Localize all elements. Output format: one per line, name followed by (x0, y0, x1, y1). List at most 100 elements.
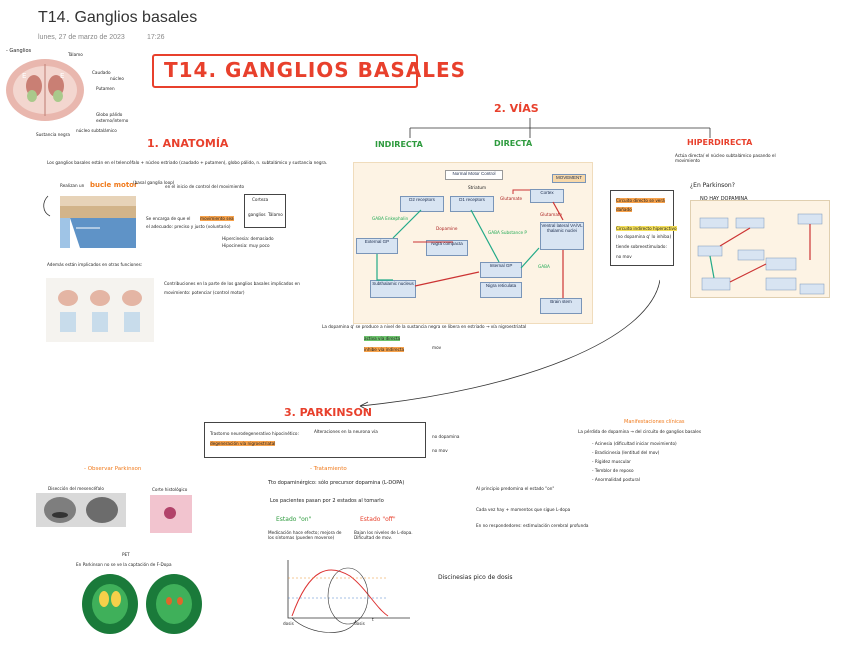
brain-coronal-image: E E (6, 59, 84, 121)
brain-label-globo: Globo pálido (96, 112, 123, 117)
page-date: lunes, 27 de marzo de 2023 (38, 34, 125, 41)
brain-label-subtalamico: núcleo subtalámico (76, 128, 117, 133)
contribuciones: Contribuciones en la parte de los gangli… (164, 281, 300, 286)
pet-desc: En Parkinson no se ve la captación de F-… (76, 562, 172, 567)
graph-dosis-1: dosis (283, 621, 294, 626)
on-desc: Medicación hace efecto; mejora de los sí… (268, 530, 342, 541)
brain-label-talamo: Tálamo (68, 52, 83, 57)
manif-item-2: - Bradicinesia (lentitud del mov) (592, 450, 660, 455)
manif-item-3: - Rigidez muscular (592, 459, 631, 464)
tratamiento-heading: - Tratamiento (310, 466, 347, 472)
histology-photo (150, 495, 192, 533)
pet-scan-images (76, 573, 208, 635)
diag-gaba-sub-p: GABA Substance P (488, 230, 527, 235)
brain-label-sustancia-negra: Sustancia negra (36, 132, 70, 137)
vias-tree-lines (409, 118, 711, 138)
graph-t: t (372, 617, 374, 622)
brain-label-externo: externo/interno (96, 118, 129, 123)
box-line1: Circuito directo se verá (616, 198, 665, 204)
no-dopamina: NO HAY DOPAMINA (700, 196, 748, 202)
svg-text:E: E (60, 72, 64, 80)
parkinson-box-d: no dopamina (432, 434, 460, 439)
diag-thalamic: Ventral lateral VA/VL thalamic nuclei (540, 222, 584, 250)
observar-heading: - Observar Parkinson (84, 466, 142, 472)
parkinson-box-e: no mov (432, 448, 448, 453)
manif-item-5: - Anormalidad postural (592, 477, 640, 482)
vias-indirecta: INDIRECTA (375, 140, 423, 149)
box-line5: tiende sobreestimulado: (616, 244, 667, 249)
main-title-frame (152, 54, 418, 88)
right-note-2: Cada vez hay + momentos que sigue L-dopa (476, 507, 571, 512)
note-mov: mov (432, 345, 442, 350)
estado-on: Estado "on" (276, 516, 312, 523)
levodopa-dose-graph (287, 560, 410, 633)
brain-label-caudado: Caudado (92, 70, 111, 75)
midbrain-photo (36, 493, 126, 527)
diag-glutamate-1: Glutamate (500, 196, 523, 201)
pet-label: PET (122, 552, 130, 557)
diag-striatum: Striatum (468, 185, 487, 190)
loop-talamo: Tálamo (268, 212, 283, 217)
graph-dosis-2: dosis (354, 621, 365, 626)
diag-gaba: GABA (538, 264, 550, 269)
parkinson-def-box (204, 422, 426, 458)
note-inhibe: inhibe vía indirecta (364, 347, 405, 353)
diag-nigra-reticulata: Nigra reticulata (480, 282, 522, 298)
diag-cortex: Cortex (530, 189, 564, 203)
right-note-1: Al principio predomina el estado "on" (476, 486, 555, 491)
parkinson-circuit-arrows (697, 213, 825, 295)
functions-figure (46, 278, 154, 342)
parkinson-box-a: Trastorno neurodegenerativo hipocinético… (210, 431, 299, 436)
parkinson-heading: 3. PARKINSON (284, 406, 372, 419)
diag-gaba-enk: GABA Enkephalin (372, 216, 409, 221)
parkinson-question: ¿En Parkinson? (690, 182, 735, 189)
loop-diagram (43, 195, 136, 248)
page-title: T14. Ganglios basales (38, 9, 198, 26)
box-line3: Circuito indirecto hiperactivo (616, 226, 677, 232)
brain-label-ganglios: - Ganglios (6, 48, 32, 54)
diag-title: Normal Motor Control (445, 170, 503, 180)
box-line4: (no dopamina q' lo inhiba) (616, 234, 672, 239)
parkinson-box-b: degeneración vía nigroestriatal (210, 441, 276, 447)
cortex-loop-box (244, 194, 286, 228)
implicados: Además están implicados en otras funcion… (47, 262, 143, 267)
vias-hiperdirecta: HIPERDIRECTA (687, 138, 753, 147)
encarga-2: el adecuado: preciso y justo (voluntario… (146, 224, 231, 229)
manif-sub: La pérdida de dopamina → del circuito de… (578, 429, 702, 434)
svg-text:E: E (22, 72, 26, 80)
bucle-post: en el inicio de control del movimiento (165, 184, 245, 189)
loop-ganglios: ganglios (248, 212, 266, 217)
diag-brain-stem: Brain stem (540, 298, 582, 314)
diag-nigra-compacta: Nigra compacta (426, 240, 468, 256)
estado-off: Estado "off" (360, 516, 396, 523)
bucle-pre: Realizan un (60, 183, 85, 188)
vias-directa: DIRECTA (494, 139, 533, 148)
diag-external-gp: External GP (356, 238, 398, 254)
brain-label-nucleo: núcleo (110, 76, 124, 81)
diag-glutamate-2: Glutamate (540, 212, 563, 217)
box-line2: dañado (616, 207, 632, 213)
box-line6: no mov (616, 254, 632, 259)
pacientes-text: Los pacientes pasan por 2 estados al tom… (270, 498, 384, 504)
manif-item-4: - Temblor de reposo (592, 468, 634, 473)
corte-label: Corte histológico (152, 487, 188, 492)
discinesias-heading: Discinesias pico de dosis (438, 574, 513, 581)
right-note-3: En no respondedores: estimulación cerebr… (476, 523, 589, 528)
anatomia-line1: Los ganglios basales están en el telencé… (47, 160, 328, 165)
loop-corteza: Corteza (252, 197, 269, 202)
parkinson-box-c: Alteraciones en la neurona vía (314, 429, 378, 434)
tto-text: Tto dopaminérgico: sólo precursor dopami… (268, 480, 405, 486)
hiper-desc: Actúa directa/ el núcleo subtalámico pas… (675, 153, 776, 164)
main-title: T14. GANGLIOS BASALES (164, 58, 467, 82)
dopamina-note: La dopamina q' se produce a nivel de la … (322, 324, 527, 329)
page-time: 17:26 (147, 34, 165, 41)
off-desc: Bajan los niveles de L-dopa. Dificultad … (354, 530, 413, 541)
hipocinesia: Hipocinesia: muy poco (222, 243, 270, 248)
diag-d2: D2 receptors (400, 196, 444, 212)
connector-curves (359, 279, 660, 411)
encarga-highlight: movimiento sea (200, 216, 234, 222)
diag-dopamine: Dopamine (436, 226, 458, 231)
circuit-arrows (376, 189, 564, 298)
hipercinesia: Hipercinesia: demasiado (222, 236, 274, 241)
diag-internal-gp: Internal GP (480, 262, 522, 278)
